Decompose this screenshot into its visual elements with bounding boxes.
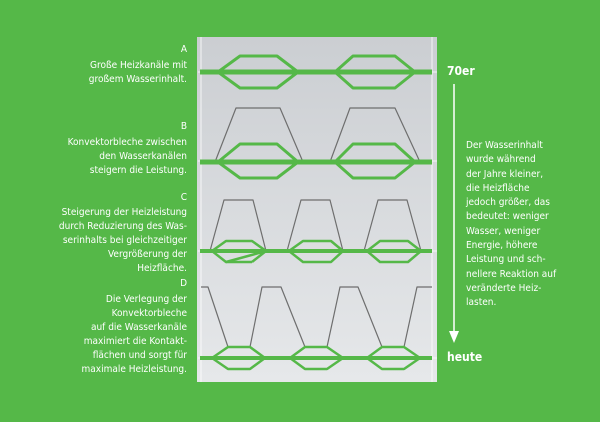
water-pipe-b bbox=[217, 142, 417, 180]
stage-a-letter: A bbox=[180, 44, 187, 55]
arrow-down-icon bbox=[449, 331, 459, 343]
convector-fin-c bbox=[209, 199, 422, 252]
stage-a-text: Große Heizkanäle mit großem Wasserinhalt… bbox=[88, 60, 187, 85]
convector-fin-b bbox=[214, 107, 421, 163]
stage-b-text: Konvektorbleche zwischen den Wasserkanäl… bbox=[67, 137, 187, 176]
timeline-end: heute bbox=[447, 350, 483, 364]
timeline-start: 70er bbox=[447, 64, 475, 78]
diagram-panel bbox=[197, 37, 437, 382]
stage-d-letter: D bbox=[180, 278, 187, 289]
water-pipe-d bbox=[211, 345, 421, 371]
timeline-arrow bbox=[449, 84, 459, 343]
water-pipe-c bbox=[210, 239, 422, 264]
stage-c-text: Steigerung der Heizleistung durch Reduzi… bbox=[58, 207, 187, 274]
stage-d-text: Die Verlegung der Konvektorbleche auf di… bbox=[81, 294, 187, 375]
stage-b-letter: B bbox=[180, 121, 187, 132]
convector-fin-d bbox=[201, 286, 432, 348]
summary-text: Der Wasserinhalt wurde während der Jahre… bbox=[466, 140, 557, 309]
stage-c-letter: C bbox=[180, 192, 187, 203]
